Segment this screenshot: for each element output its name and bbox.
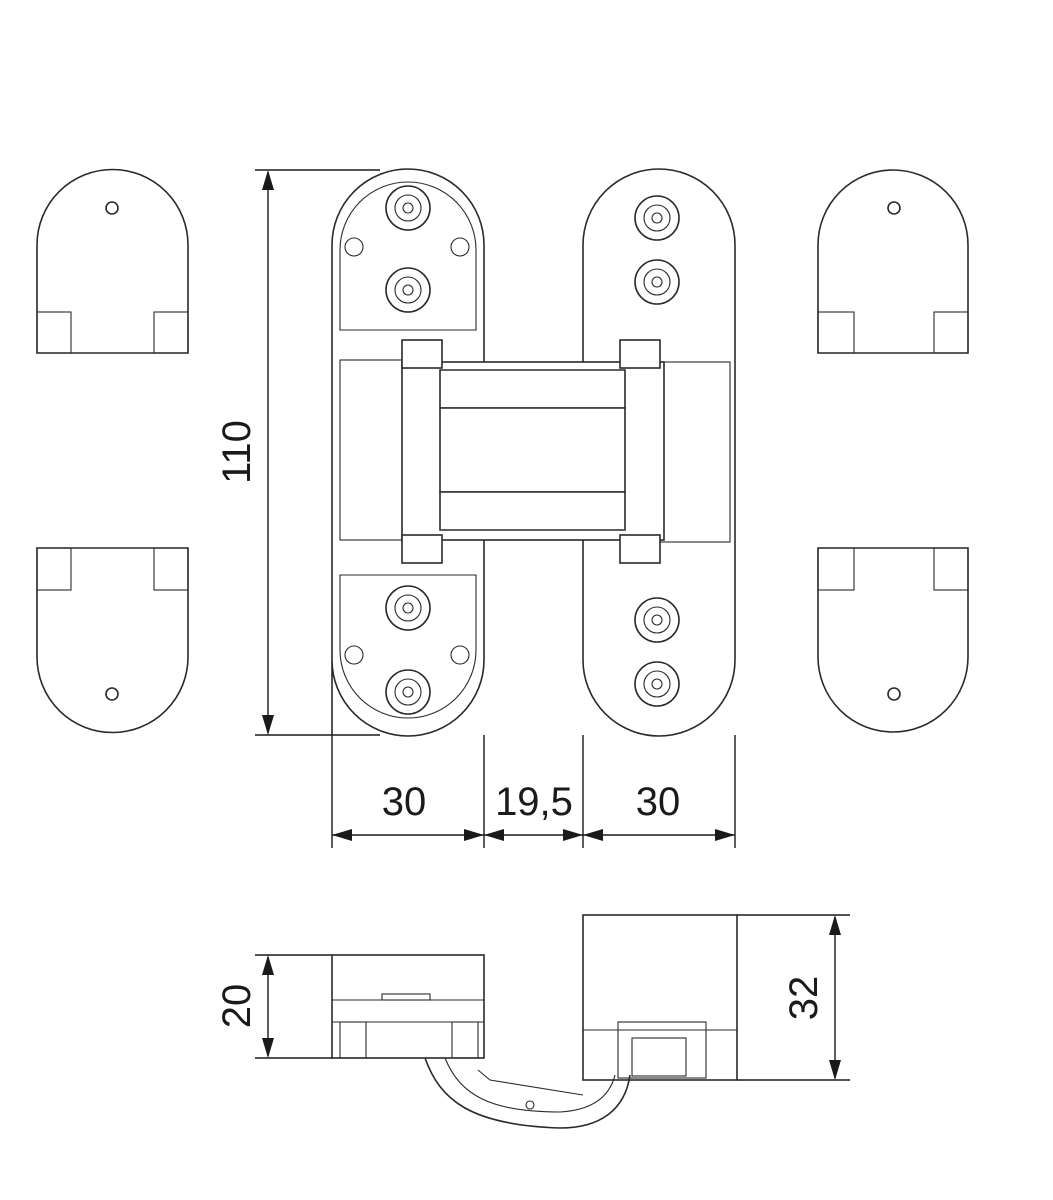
cover-plate-top-left [36, 168, 189, 354]
dimension-widths: 30 19,5 30 [331, 735, 736, 848]
dimension-height-110: 110 [215, 169, 380, 736]
cover-plate-top-right [817, 169, 969, 354]
dimension-label-19-5: 19,5 [495, 780, 573, 824]
dimension-label-30-right: 30 [636, 780, 681, 824]
cover-plate-bottom-right [817, 547, 969, 733]
hinge-side-view [331, 914, 738, 1129]
dimension-label-32: 32 [782, 976, 826, 1021]
dimension-label-110: 110 [215, 420, 259, 484]
dimension-depth-32: 32 [737, 914, 850, 1081]
dimension-depth-20: 20 [215, 954, 332, 1059]
dimension-label-30-left: 30 [382, 780, 427, 824]
hinge-body-left [331, 168, 485, 737]
cover-plate-bottom-left [36, 547, 189, 734]
hinge-link-mechanism [401, 339, 665, 564]
dimension-label-20: 20 [215, 984, 259, 1029]
